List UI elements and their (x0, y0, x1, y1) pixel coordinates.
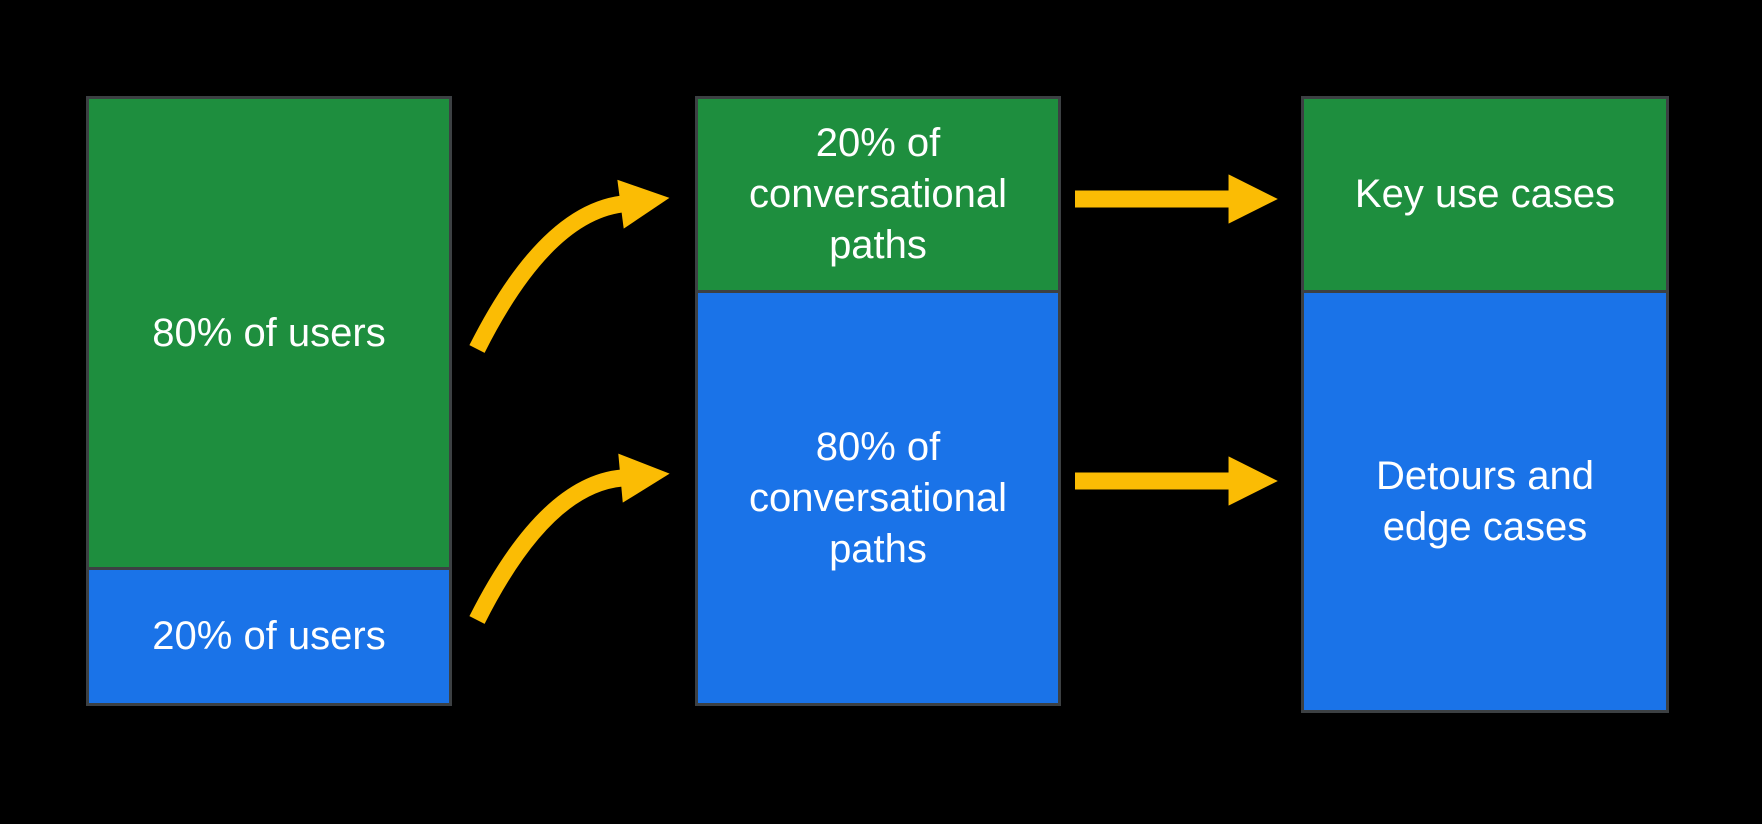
users-20-segment: 20% of users (89, 570, 449, 703)
users-bar: 80% of users 20% of users (86, 96, 452, 706)
users-80-segment: 80% of users (89, 99, 449, 570)
conversational-paths-bar: 20% of conversational paths 80% of conve… (695, 96, 1061, 706)
paths-20-label: 20% of conversational paths (749, 121, 1007, 267)
users-20-label: 20% of users (152, 614, 386, 658)
curved-arrow-users20-to-paths80-icon (469, 453, 670, 624)
key-use-cases-segment: Key use cases (1304, 99, 1666, 293)
paths-20-segment: 20% of conversational paths (698, 99, 1058, 293)
key-use-cases-label: Key use cases (1354, 172, 1616, 216)
curved-arrow-users80-to-paths20-icon (469, 179, 670, 353)
users-80-label: 80% of users (152, 310, 386, 355)
design-focus-bar: Key use cases Detours and edge cases (1301, 96, 1669, 713)
paths-80-label: 80% of conversational paths (749, 424, 1007, 571)
paths-80-segment: 80% of conversational paths (698, 293, 1058, 703)
detours-edge-cases-label: Detours and edge cases (1376, 453, 1594, 549)
detours-edge-cases-segment: Detours and edge cases (1304, 293, 1666, 710)
